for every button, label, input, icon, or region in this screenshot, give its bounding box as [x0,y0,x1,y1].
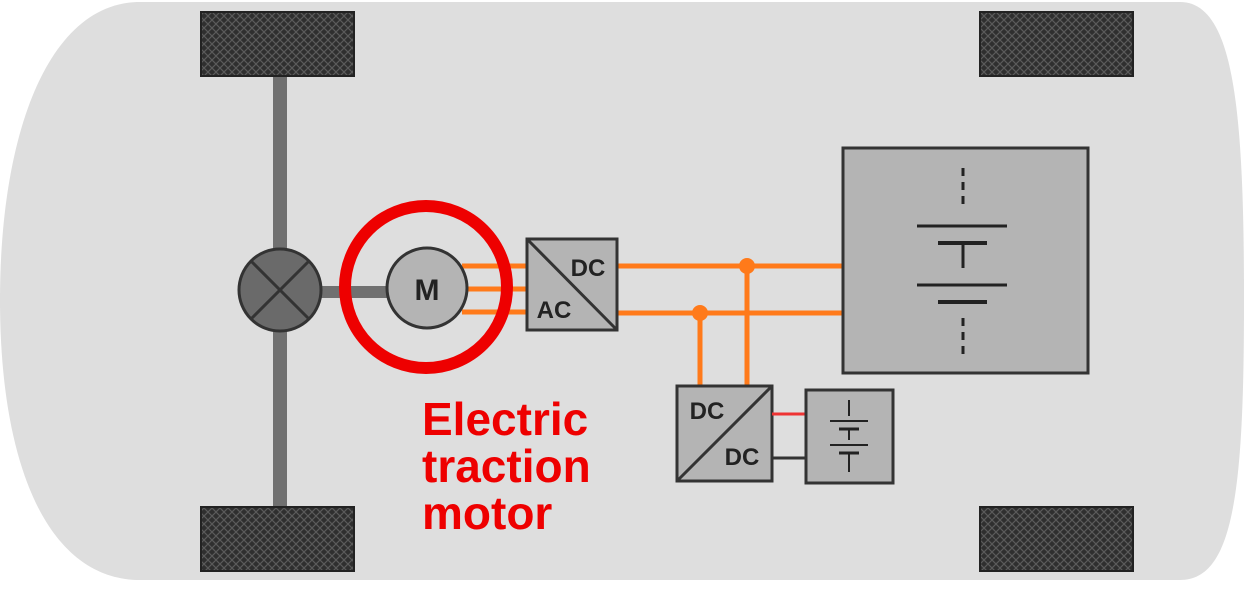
dcdc-converter-block: DC DC [675,384,774,483]
battery-icon [841,146,1090,375]
dcdc-top-label: DC [690,398,725,425]
hv-dc-bus [617,263,843,388]
motor-icon: M [385,246,469,330]
caption-line-2: traction [422,440,591,492]
motor-caption: Electric traction motor [422,396,591,537]
inverter-block: DC AC [525,237,619,332]
differential-icon [237,247,323,333]
dcdc-bottom-label: DC [725,444,760,471]
inverter-dc-label: DC [571,255,606,282]
wheel-icon [979,506,1134,572]
bus-junction [692,305,708,321]
wheel-icon [200,11,355,77]
wheel-icon [979,11,1134,77]
battery-icon [804,388,895,485]
motor-phase-lines [462,263,528,315]
wheel-icon [200,506,355,572]
motor-highlight-ring [339,200,513,374]
inverter-ac-label: AC [537,297,572,324]
caption-line-3: motor [422,487,553,539]
motor-symbol: M [415,274,440,307]
caption-line-1: Electric [422,393,589,445]
drive-shaft [320,286,390,298]
bus-junction [739,258,755,274]
